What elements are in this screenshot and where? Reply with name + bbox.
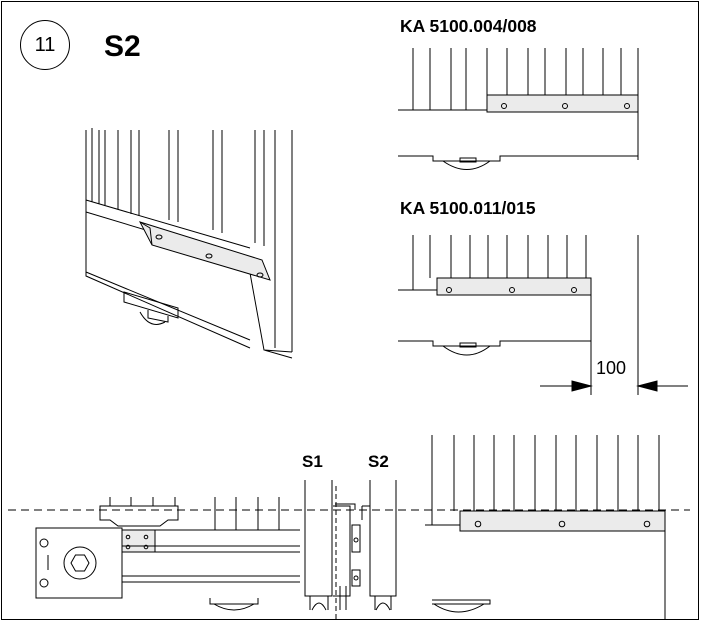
- step-number: 11: [34, 33, 56, 56]
- model-code-large: KA 5100.011/015: [400, 198, 536, 218]
- view-model-large: [398, 235, 688, 395]
- step-label: S2: [104, 30, 141, 63]
- bracket-small: [486, 94, 639, 113]
- view-model-small: [398, 48, 639, 170]
- view-side-s2: [361, 480, 397, 611]
- isometric-view: [85, 128, 293, 359]
- view-detail-bracket: [425, 435, 666, 620]
- roller-carriage-iso: [123, 291, 179, 319]
- model-code-small: KA 5100.004/008: [400, 16, 537, 36]
- view-front-drive: [35, 497, 300, 611]
- dimension-value: 100: [596, 358, 627, 378]
- side-label-s1: S1: [302, 452, 323, 471]
- bracket-iso: [139, 221, 271, 281]
- view-side-s1: [304, 480, 361, 611]
- step-number-badge: 11: [20, 20, 70, 70]
- side-label-s2: S2: [368, 452, 389, 471]
- bracket-large: [436, 277, 592, 296]
